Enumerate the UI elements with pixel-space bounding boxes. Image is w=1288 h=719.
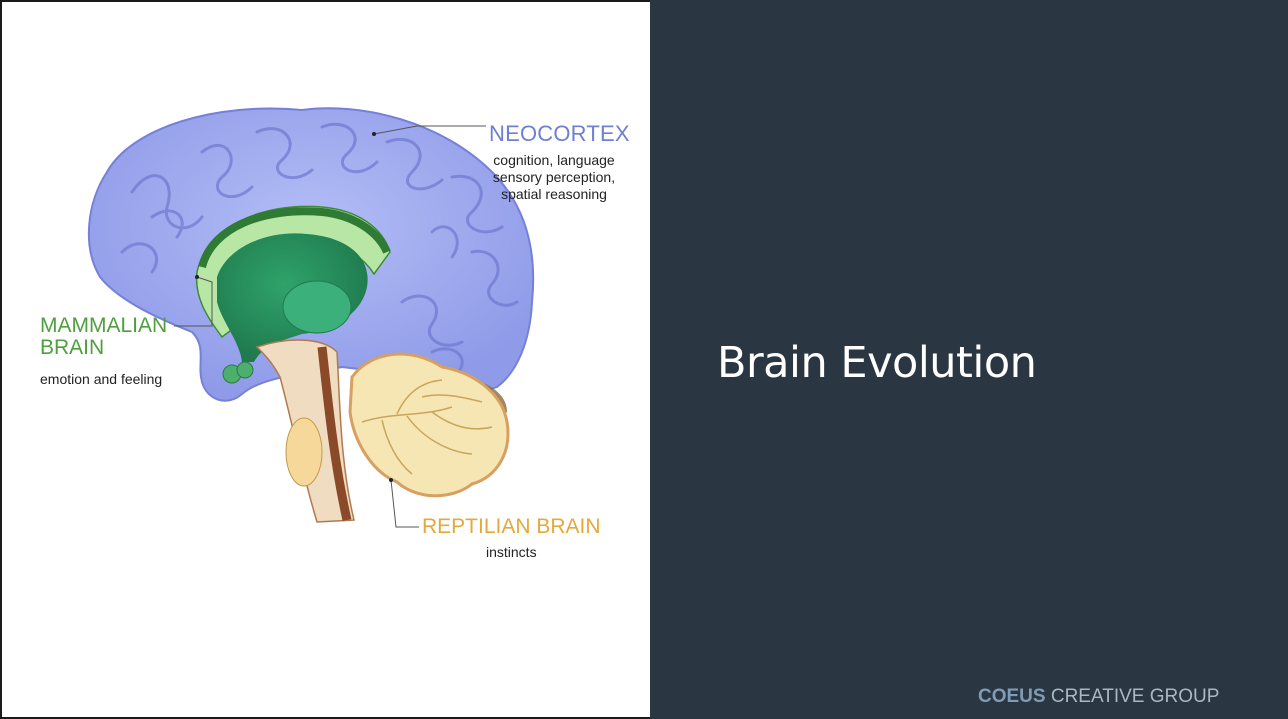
neocortex-description: cognition, language sensory perception, … xyxy=(484,152,624,203)
pons xyxy=(286,418,322,486)
neocortex-desc-line: sensory perception, xyxy=(484,169,624,186)
amygdala-2 xyxy=(237,362,253,378)
reptilian-description: instincts xyxy=(486,544,537,560)
reptilian-label: REPTILIAN BRAIN xyxy=(422,515,601,539)
mammalian-label: MAMMALIAN BRAIN xyxy=(40,315,167,359)
diagram-panel: NEOCORTEX cognition, language sensory pe… xyxy=(0,0,650,719)
neocortex-desc-line: cognition, language xyxy=(484,152,624,169)
mammalian-label-line: BRAIN xyxy=(40,337,167,359)
thalamus xyxy=(283,281,351,333)
neocortex-label: NEOCORTEX xyxy=(489,121,630,147)
brand-rest: CREATIVE GROUP xyxy=(1046,686,1220,707)
neocortex-desc-line: spatial reasoning xyxy=(484,186,624,203)
brand-bold: COEUS xyxy=(978,686,1046,707)
mammalian-label-line: MAMMALIAN xyxy=(40,315,167,337)
mammalian-description: emotion and feeling xyxy=(40,371,162,387)
brain-diagram xyxy=(2,2,652,719)
slide-title: Brain Evolution xyxy=(717,338,1036,388)
brand-logo: COEUS CREATIVE GROUP xyxy=(978,686,1219,708)
